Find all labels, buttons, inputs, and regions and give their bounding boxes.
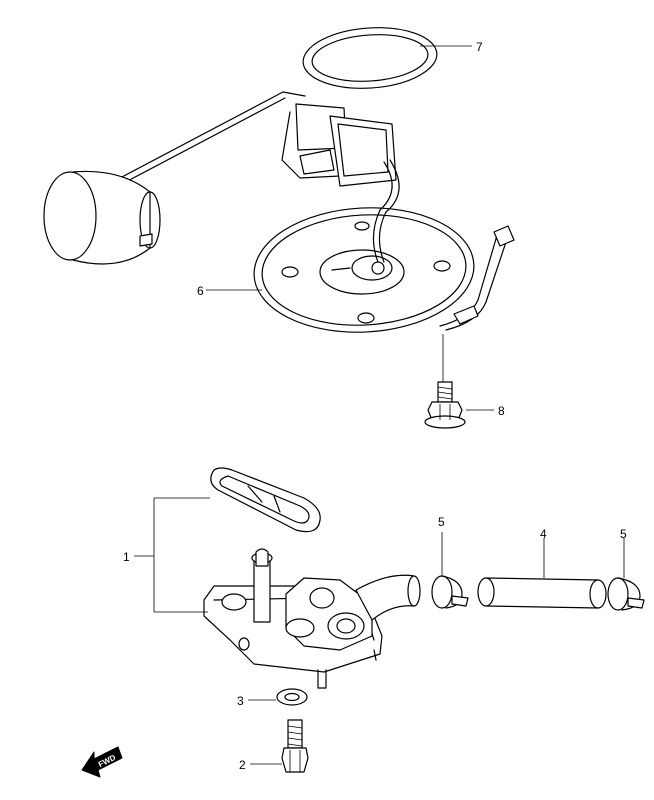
part-number-7: 7 [476, 40, 483, 54]
washer [276, 688, 308, 706]
part-number-6: 6 [197, 284, 204, 298]
fuel-cock-assembly [203, 548, 421, 689]
o-ring-gasket [302, 27, 438, 89]
leader-lines [134, 45, 625, 765]
hose-clamp-right [607, 577, 645, 611]
hose-clamp-left [431, 575, 469, 609]
part-number-4: 4 [540, 527, 547, 541]
fuel-hose [477, 577, 607, 609]
part-number-3: 3 [237, 694, 244, 708]
fuel-cock-gasket [210, 467, 321, 533]
part-number-5-left: 5 [438, 515, 445, 529]
part-number-1: 1 [123, 550, 130, 564]
part-number-5-right: 5 [620, 527, 627, 541]
part-number-2: 2 [239, 758, 246, 772]
part-number-8: 8 [498, 404, 505, 418]
forward-direction-arrow: FWD [81, 746, 123, 778]
part-number-labels: 7 6 8 1 5 4 5 3 2 [123, 40, 627, 772]
fuel-level-sender-unit [43, 91, 515, 333]
bolt [281, 719, 309, 773]
flange-bolt [424, 381, 466, 429]
